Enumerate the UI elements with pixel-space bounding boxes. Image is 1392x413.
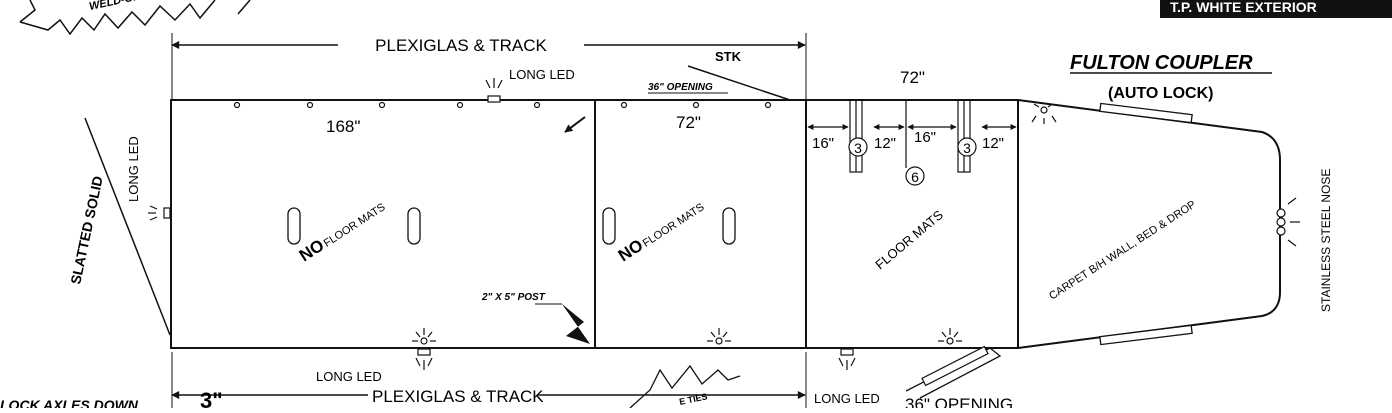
wheel-well	[722, 207, 736, 245]
tie-rings	[233, 101, 772, 109]
opening-bottom-label: 36" OPENING	[905, 395, 1013, 408]
stk-label: STK	[715, 49, 742, 64]
stall-number: 6	[911, 169, 919, 185]
gap-dimension: 16"	[812, 135, 834, 152]
long-led-bottom-right-label: LONG LED	[814, 391, 880, 406]
sec2-length: 72"	[676, 113, 701, 132]
sec3-length: 72"	[900, 68, 925, 87]
axles-dimension: 3"	[200, 388, 223, 408]
stall-divider	[849, 99, 971, 173]
post-label: 2" X 5" POST	[481, 292, 546, 303]
long-led-left-label: LONG LED	[126, 136, 141, 202]
gap-dimension: 12"	[874, 135, 896, 152]
long-led-bottom-left-label: LONG LED	[316, 369, 382, 384]
ties-label: E TIES	[678, 391, 708, 407]
gap-dimension: 16"	[914, 129, 936, 146]
section-nose	[1017, 99, 1281, 349]
light-icon	[707, 328, 731, 345]
wheel-well	[287, 207, 301, 245]
exterior-badge: T.P. WHITE EXTERIOR	[1160, 0, 1392, 18]
wheel-well	[407, 207, 421, 245]
nose-light-icon	[1276, 197, 1300, 247]
ties-burst	[629, 364, 741, 409]
light-icon	[938, 328, 962, 345]
sec1-length: 168"	[326, 117, 360, 136]
light-icon	[412, 328, 436, 345]
led-left-icon	[148, 205, 158, 221]
bottom-track-label: PLEXIGLAS & TRACK	[372, 387, 544, 406]
slatted-label: SLATTED SOLID	[67, 175, 106, 286]
section-stalls	[805, 99, 1019, 349]
carpet-label: CARPET B/H WALL, BED & DROP	[1047, 199, 1198, 303]
weld-on-burst	[19, 0, 251, 36]
long-led-top-label: LONG LED	[509, 67, 575, 82]
floor-mats-label-2: FLOOR MATS	[641, 201, 707, 250]
weld-on-label: WELD-ON	[88, 0, 143, 13]
wheel-well	[602, 207, 616, 245]
coupler-subtitle: (AUTO LOCK)	[1108, 85, 1213, 102]
top-track-label: PLEXIGLAS & TRACK	[375, 36, 547, 55]
floor-mats-label: FLOOR MATS	[322, 201, 388, 250]
floor-mats-stalls-label: FLOOR MATS	[872, 207, 946, 272]
coupler-title: FULTON COUPLER	[1070, 52, 1253, 74]
section-rear	[170, 99, 596, 349]
gap-dimension: 12"	[982, 135, 1004, 152]
stall-number: 3	[854, 140, 862, 156]
opening-top-label: 36" OPENING	[648, 82, 713, 93]
led-top-icon	[485, 78, 503, 89]
nose-label: STAINLESS STEEL NOSE	[1319, 169, 1333, 312]
stall-number: 3	[963, 140, 971, 156]
light-icon	[1031, 103, 1057, 124]
section-middle	[594, 99, 807, 349]
axles-label: LOCK AXLES DOWN	[0, 397, 139, 408]
